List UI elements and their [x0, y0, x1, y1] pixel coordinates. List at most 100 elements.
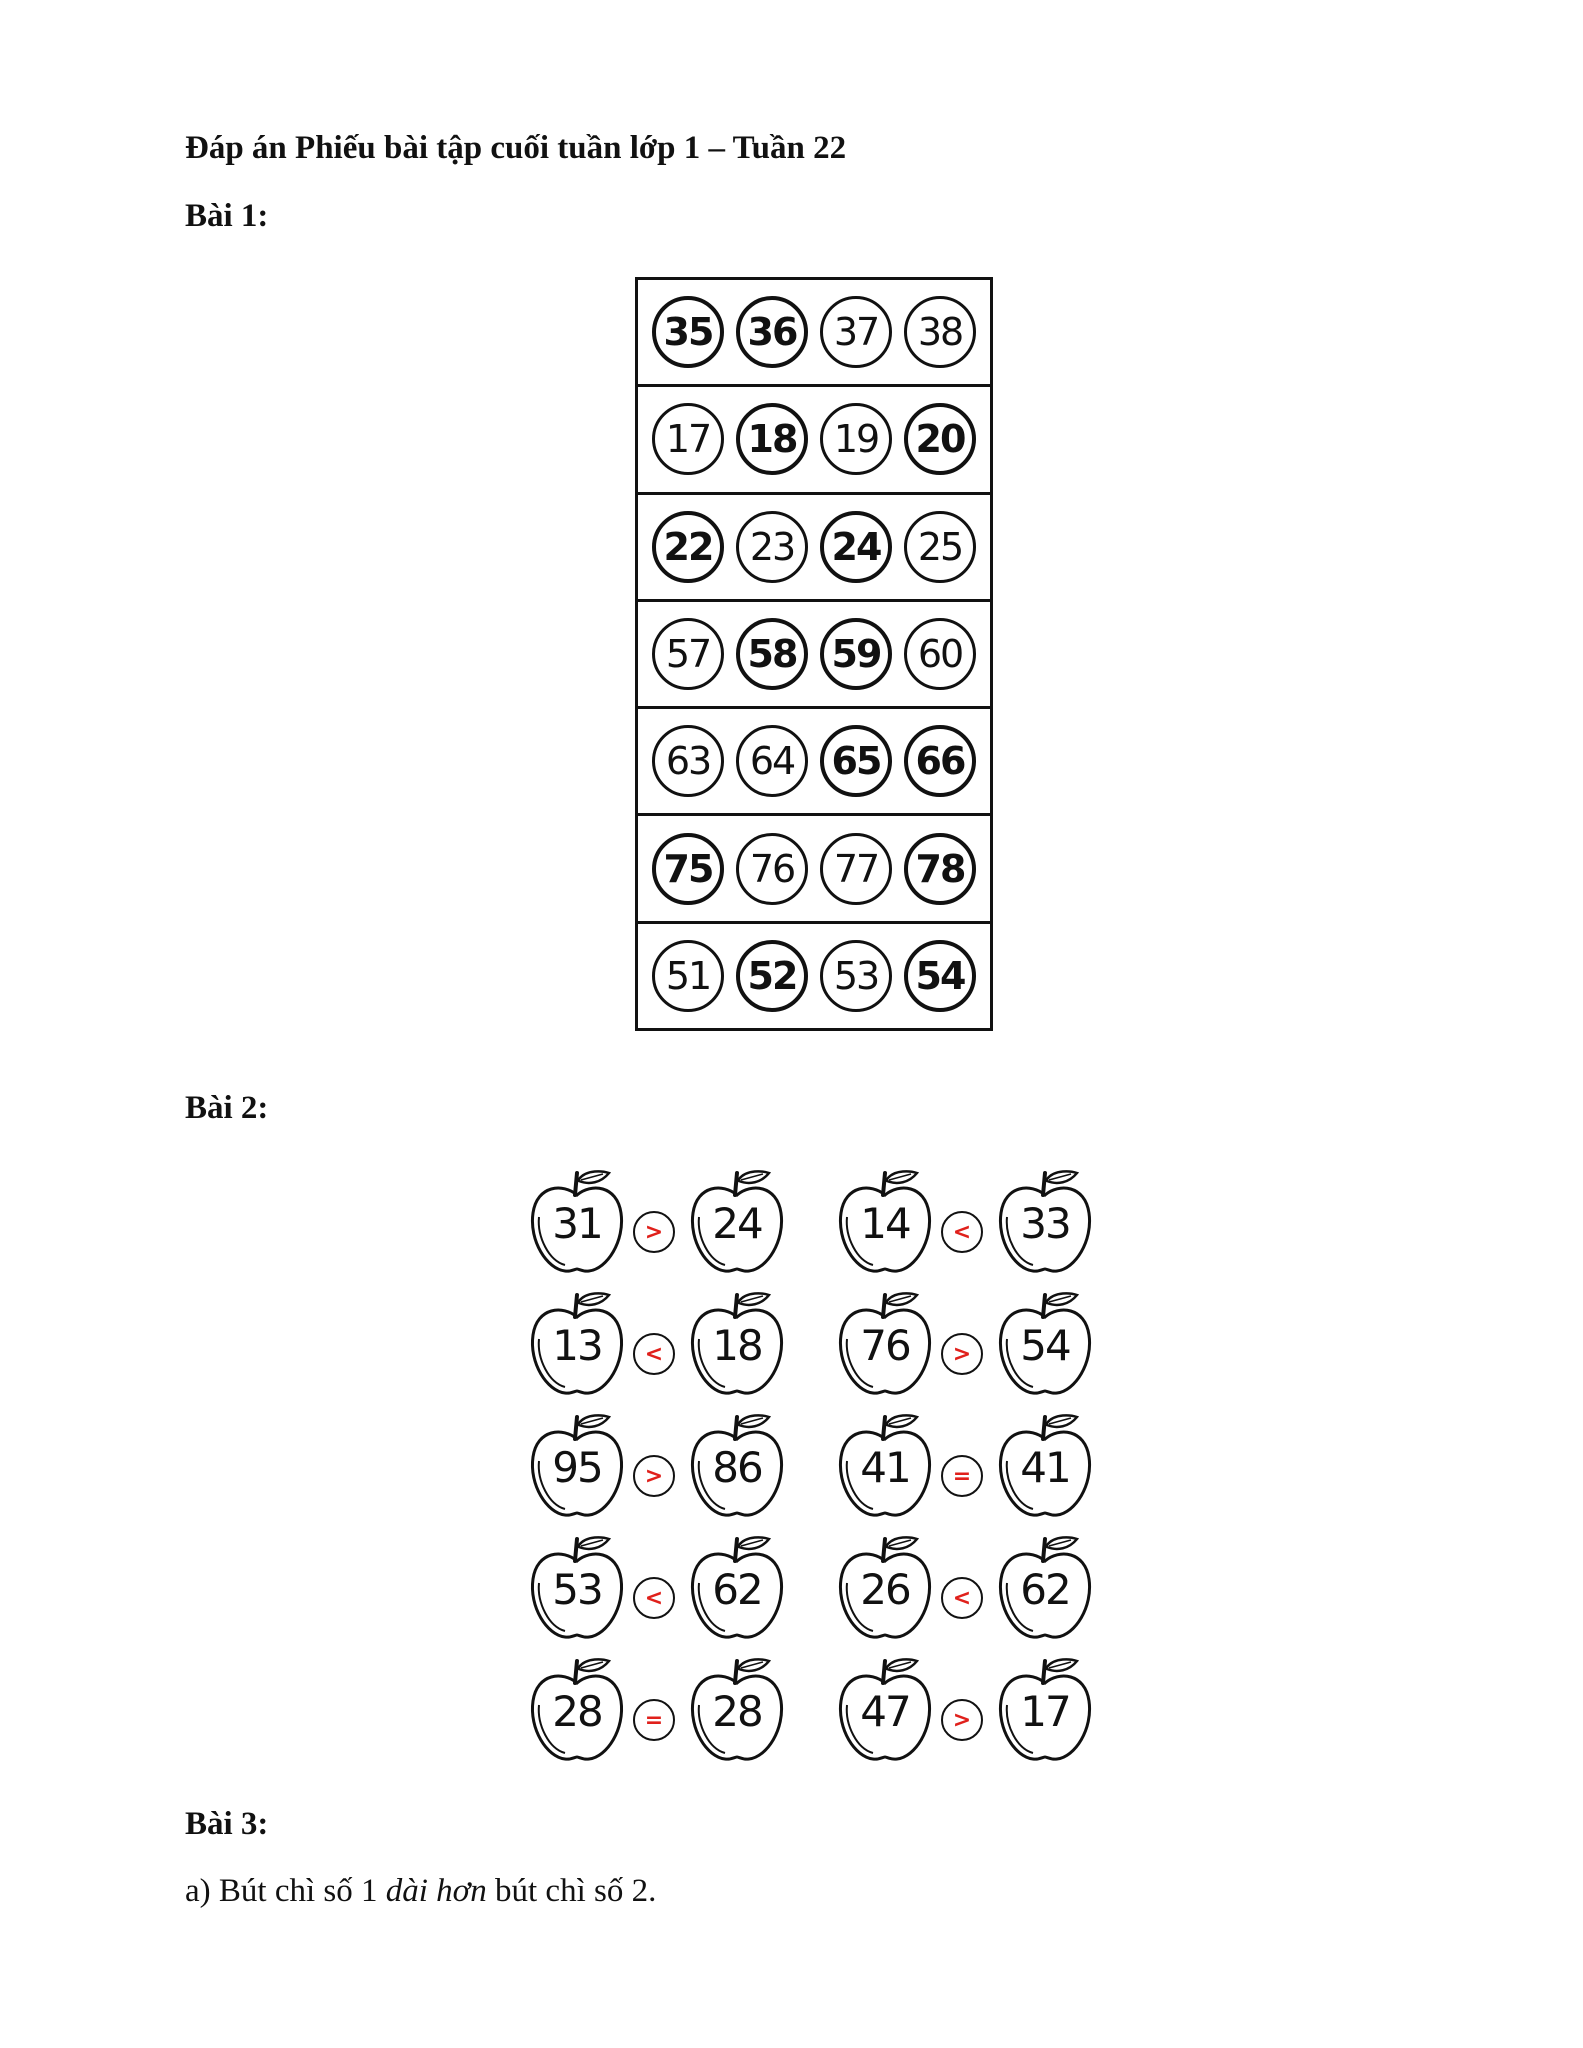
comparison-sign: >: [633, 1455, 675, 1497]
apple-icon: 41: [993, 1409, 1097, 1521]
apple-number: 18: [712, 1321, 763, 1370]
number-circle: 36: [736, 296, 808, 369]
apple-icon: 62: [685, 1531, 789, 1643]
number-circle: 37: [820, 296, 892, 369]
apple-icon: 13: [525, 1287, 629, 1399]
apple-icon: 95: [525, 1409, 629, 1521]
number-circle: 51: [652, 939, 724, 1012]
apple-icon: 62: [993, 1531, 1097, 1643]
number-circle: 53: [820, 939, 892, 1012]
apple-icon: 33: [993, 1165, 1097, 1277]
comparison-pair: 13 18 <: [525, 1287, 795, 1399]
number-circle: 38: [904, 296, 976, 369]
apple-number: 62: [1020, 1565, 1071, 1614]
apple-icon: 54: [993, 1287, 1097, 1399]
apple-number: 28: [712, 1687, 763, 1736]
apple-number: 24: [712, 1199, 763, 1248]
number-circle: 25: [904, 510, 976, 583]
number-circle: 58: [736, 617, 808, 690]
number-circle: 66: [904, 725, 976, 798]
apple-number: 53: [552, 1565, 603, 1614]
apple-icon: 76: [833, 1287, 937, 1399]
comparison-pair: 31 24 >: [525, 1165, 795, 1277]
comparison-sign: <: [633, 1333, 675, 1375]
apple-number: 76: [860, 1321, 911, 1370]
comparison-sign: >: [941, 1699, 983, 1741]
apple-number: 26: [860, 1565, 911, 1614]
exercise-3-label: Bài 3:: [185, 1806, 269, 1842]
number-circle: 24: [820, 510, 892, 583]
apple-icon: 17: [993, 1653, 1097, 1765]
apple-number: 28: [552, 1687, 603, 1736]
number-circle: 76: [736, 832, 808, 905]
apple-number: 95: [552, 1443, 603, 1492]
comparison-sign: >: [941, 1333, 983, 1375]
comparison-sign: <: [633, 1577, 675, 1619]
apple-icon: 28: [685, 1653, 789, 1765]
apple-number: 47: [860, 1687, 911, 1736]
number-circle: 63: [652, 725, 724, 798]
apple-number: 17: [1020, 1687, 1071, 1736]
number-circle: 17: [652, 403, 724, 476]
apple-number: 41: [860, 1443, 911, 1492]
comparison-pair: 47 17 >: [833, 1653, 1103, 1765]
apple-icon: 31: [525, 1165, 629, 1277]
answer-a-emphasis: dài hơn: [385, 1873, 487, 1909]
number-circle: 20: [904, 403, 976, 476]
number-circle: 18: [736, 403, 808, 476]
page-title: Đáp án Phiếu bài tập cuối tuần lớp 1 – T…: [185, 130, 847, 166]
answer-a-prefix: a) Bút chì số 1: [185, 1873, 386, 1909]
apple-number: 13: [552, 1321, 603, 1370]
number-circle: 77: [820, 832, 892, 905]
apple-number: 54: [1020, 1321, 1071, 1370]
comparison-sign: >: [633, 1211, 675, 1253]
comparison-pair: 41 41 =: [833, 1409, 1103, 1521]
comparison-sign: <: [941, 1577, 983, 1619]
exercise-2-label: Bài 2:: [185, 1090, 269, 1126]
apple-icon: 18: [685, 1287, 789, 1399]
apple-icon: 86: [685, 1409, 789, 1521]
apple-comparisons: 31 24 >14 33 <13 18 <76 54 >95 86 >41 41 = 53 62 <26 62 <…: [525, 1165, 1095, 1770]
apple-icon: 41: [833, 1409, 937, 1521]
apple-number: 41: [1020, 1443, 1071, 1492]
comparison-sign: =: [941, 1455, 983, 1497]
number-circle: 65: [820, 725, 892, 798]
comparison-pair: 53 62 <: [525, 1531, 795, 1643]
number-circle: 35: [652, 296, 724, 369]
apple-icon: 26: [833, 1531, 937, 1643]
answer-a-suffix: bút chì số 2.: [486, 1873, 657, 1909]
number-circle: 52: [736, 939, 808, 1012]
apple-number: 62: [712, 1565, 763, 1614]
comparison-pair: 95 86 >: [525, 1409, 795, 1521]
exercise-3-answer-a: a) Bút chì số 1 dài hơn bút chì số 2.: [185, 1873, 656, 1910]
comparison-pair: 26 62 <: [833, 1531, 1103, 1643]
comparison-sign: <: [941, 1211, 983, 1253]
number-circle: 64: [736, 725, 808, 798]
number-circle: 54: [904, 939, 976, 1012]
number-circle: 23: [736, 510, 808, 583]
comparison-pair: 76 54 >: [833, 1287, 1103, 1399]
number-circle: 22: [652, 510, 724, 583]
number-circle: 60: [904, 617, 976, 690]
apple-icon: 47: [833, 1653, 937, 1765]
apple-number: 33: [1020, 1199, 1071, 1248]
number-circle: 57: [652, 617, 724, 690]
number-circle: 75: [652, 832, 724, 905]
number-circle: 78: [904, 832, 976, 905]
exercise-1-label: Bài 1:: [185, 198, 269, 234]
number-circle: 19: [820, 403, 892, 476]
apple-number: 86: [712, 1443, 763, 1492]
comparison-pair: 14 33 <: [833, 1165, 1103, 1277]
apple-icon: 28: [525, 1653, 629, 1765]
apple-number: 31: [552, 1199, 603, 1248]
apple-number: 14: [860, 1199, 911, 1248]
